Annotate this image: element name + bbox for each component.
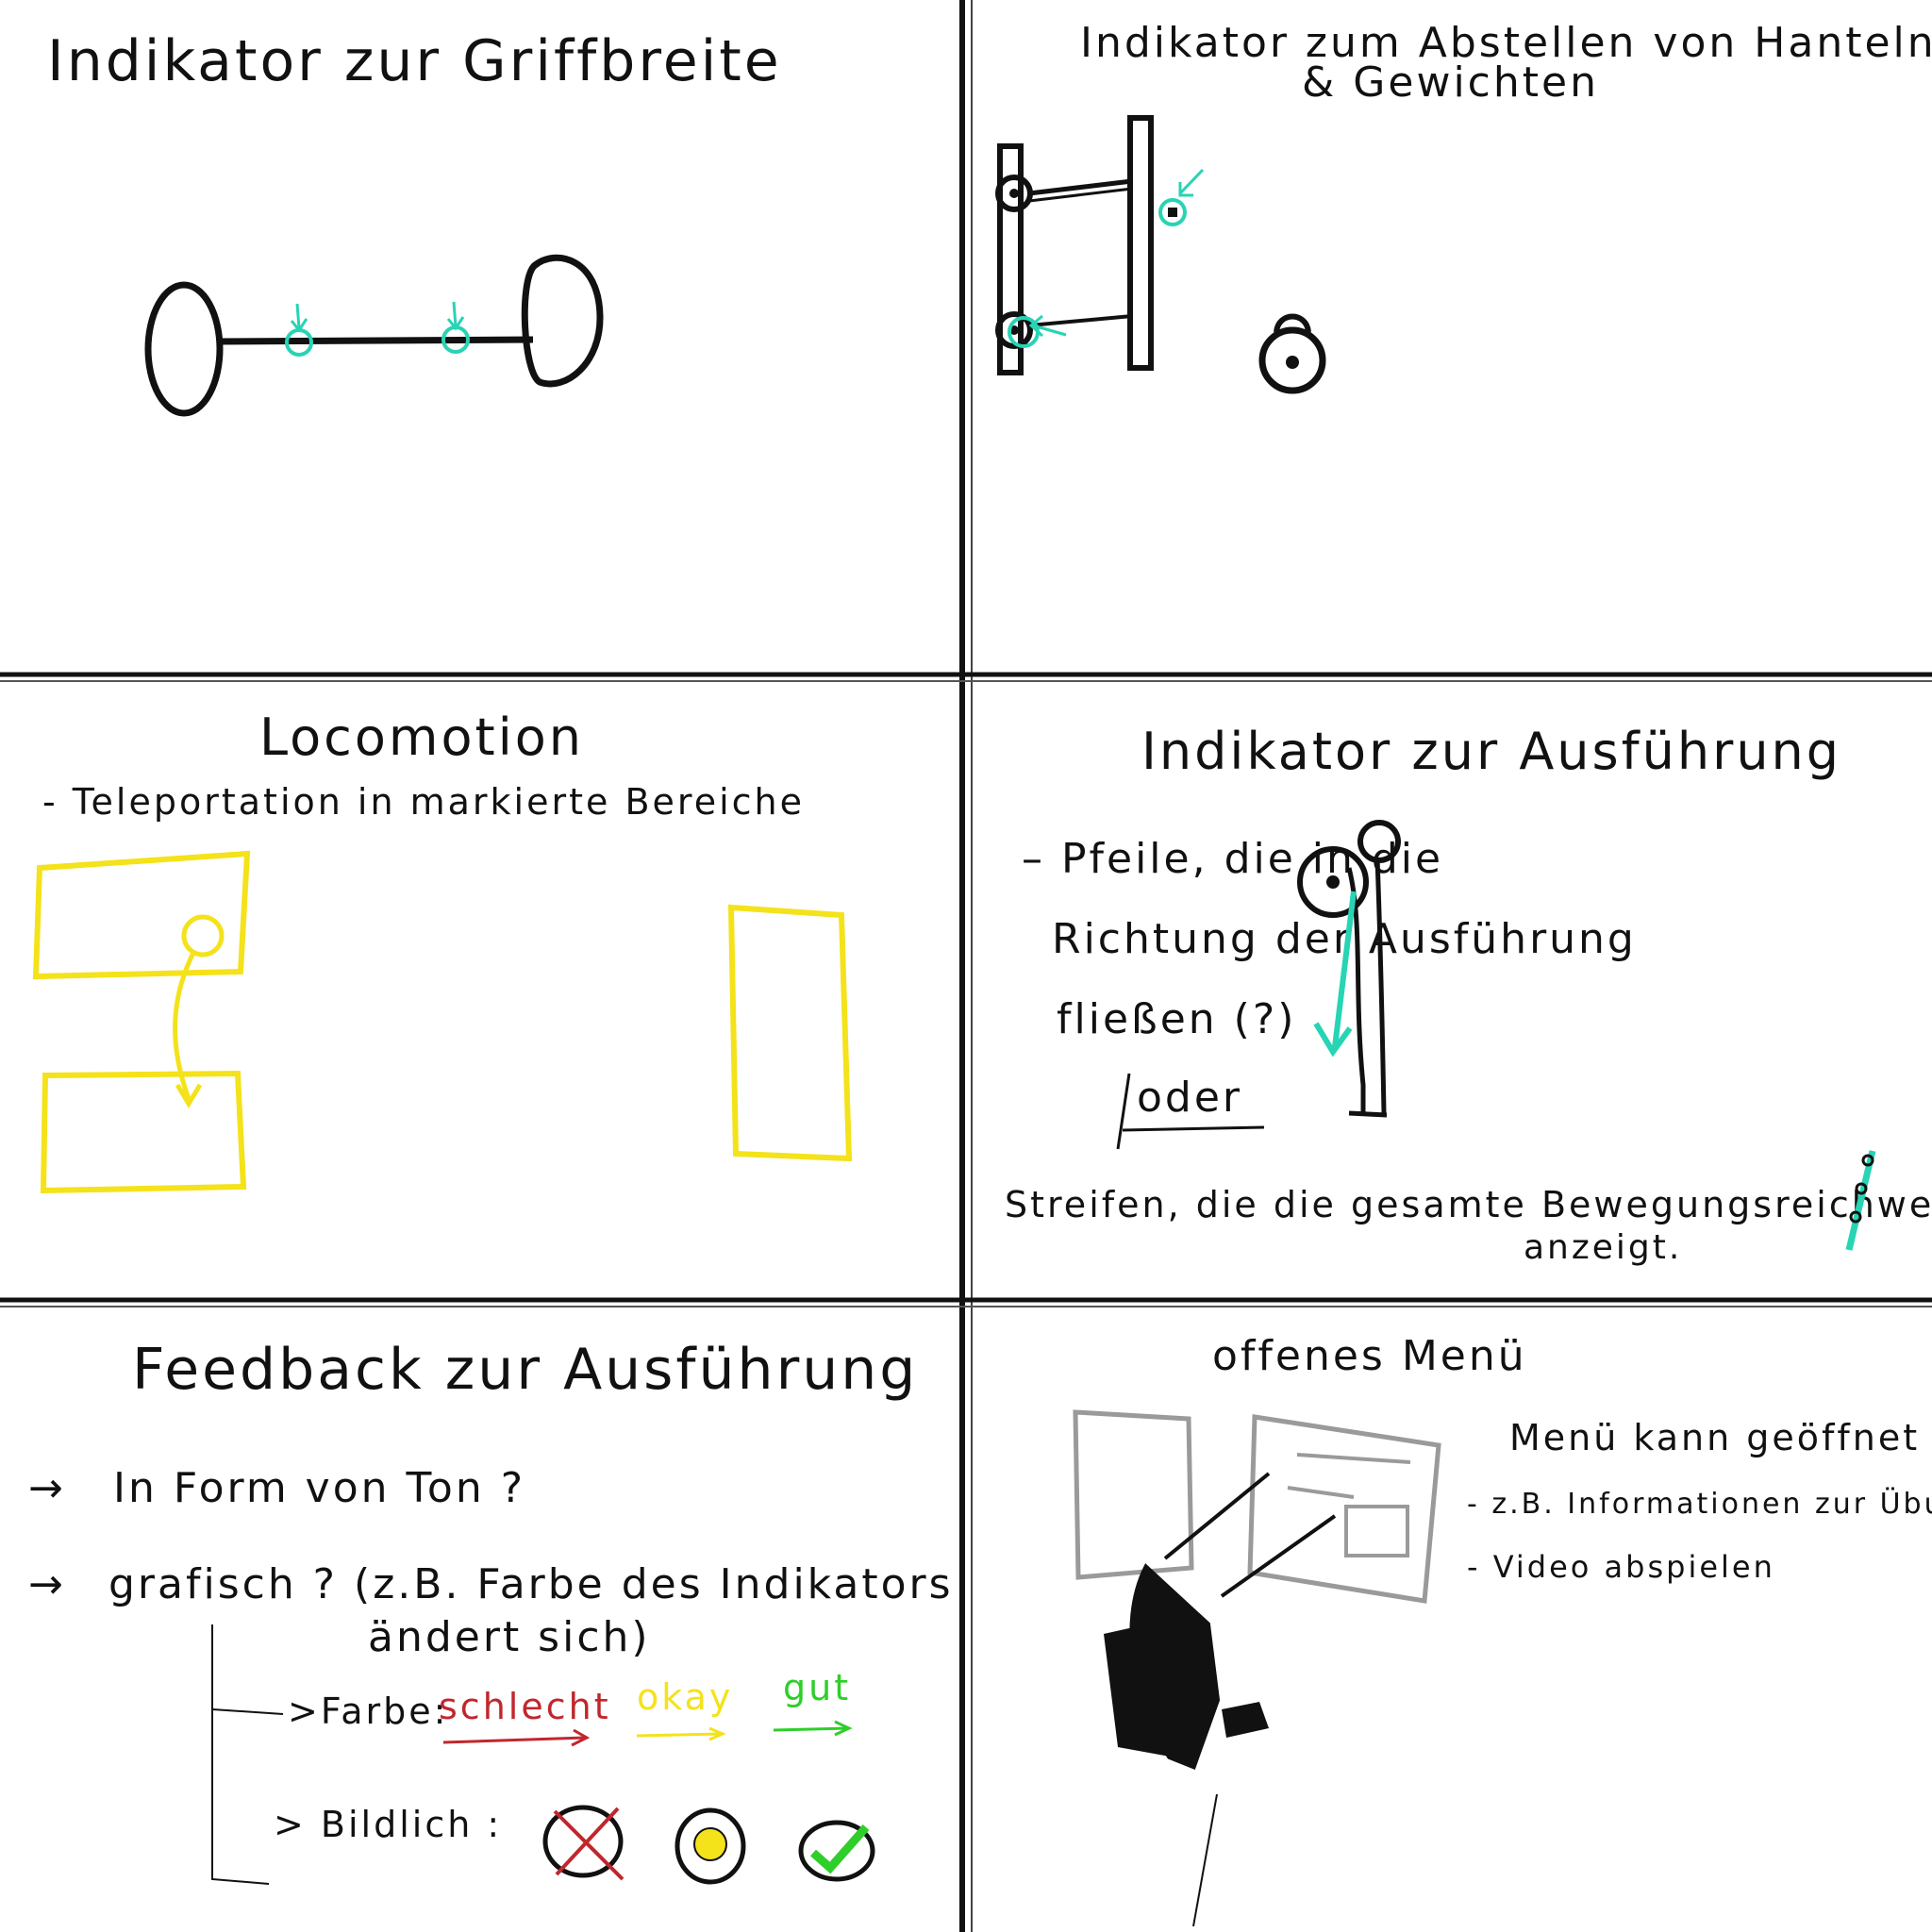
note-or: oder bbox=[1137, 1074, 1243, 1122]
color-good: gut bbox=[783, 1667, 852, 1708]
panel-title: Feedback zur Ausführung bbox=[132, 1337, 919, 1403]
menu-line2: - z.B. Informationen zur Übung bbox=[1467, 1488, 1932, 1521]
panel-title: Locomotion bbox=[259, 708, 584, 767]
panel-title: Indikator zur Ausführung bbox=[1141, 722, 1842, 781]
color-bad: schlecht bbox=[439, 1686, 611, 1727]
panel-menu: offenes Menü Menü kann geöffnet bleiben … bbox=[976, 1313, 1932, 1932]
panel-rack: Indikator zum Abstellen von Hanteln & Ge… bbox=[976, 0, 1932, 670]
panel-grip-width: Indikator zur Griffbreite bbox=[0, 0, 958, 670]
panel-title: Indikator zur Griffbreite bbox=[47, 28, 782, 94]
teleport-sketch bbox=[32, 850, 853, 1194]
rack-sketch bbox=[995, 115, 1326, 394]
feedback-item2a: grafisch ? (z.B. Farbe des Indikators bbox=[108, 1560, 954, 1608]
panel-title: offenes Menü bbox=[1212, 1332, 1527, 1380]
feedback-sketch bbox=[211, 1624, 875, 1885]
color-ok: okay bbox=[637, 1676, 734, 1718]
feedback-item2b: ändert sich) bbox=[368, 1613, 651, 1661]
arrow-icon: → bbox=[28, 1560, 66, 1608]
note-line5: anzeigt. bbox=[1524, 1228, 1683, 1267]
menu-line1: Menü kann geöffnet bleiben bbox=[1509, 1417, 1932, 1458]
arrow-icon: → bbox=[28, 1464, 66, 1512]
panel-feedback: Feedback zur Ausführung → In Form von To… bbox=[0, 1313, 958, 1932]
note-line4: Streifen, die die gesamte Bewegungsreich… bbox=[1005, 1184, 1932, 1225]
panel-execution: Indikator zur Ausführung – Pfeile, die i… bbox=[976, 689, 1932, 1297]
note-line2: Richtung der Ausführung bbox=[1052, 915, 1637, 963]
panel-note: - Teleportation in markierte Bereiche bbox=[42, 781, 806, 823]
menu-line3: - Video abspielen bbox=[1467, 1549, 1775, 1585]
panel-title-line1: Indikator zum Abstellen von Hanteln bbox=[1080, 19, 1932, 67]
feedback-item1: In Form von Ton ? bbox=[113, 1464, 526, 1512]
color-label: >Farbe: bbox=[288, 1690, 449, 1732]
execution-sketch bbox=[1116, 820, 1876, 1251]
barbell-sketch bbox=[144, 254, 604, 417]
picture-label: > Bildlich : bbox=[274, 1804, 503, 1845]
note-line3: fließen (?) bbox=[1057, 995, 1297, 1043]
panel-locomotion: Locomotion - Teleportation in markierte … bbox=[0, 689, 958, 1297]
menu-sketch bbox=[1073, 1409, 1441, 1927]
panel-title-line2: & Gewichten bbox=[1302, 58, 1599, 107]
